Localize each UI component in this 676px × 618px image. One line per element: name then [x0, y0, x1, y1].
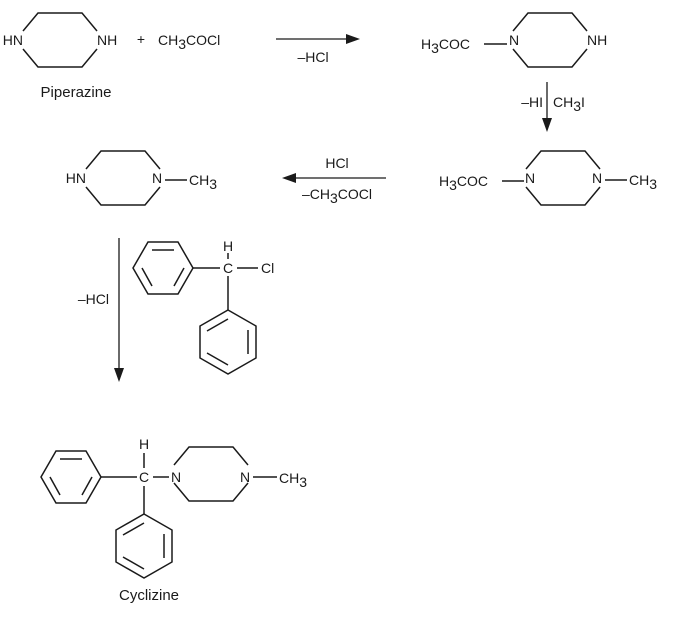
step4-arrow: –HCl [78, 238, 124, 382]
cyclizine-structure: C H N N CH3 Cyclizine [40, 436, 307, 604]
acetyl-chloride: CH3COCl [158, 32, 220, 52]
benzene-ring-1 [132, 241, 194, 295]
benzene-ring-3 [40, 450, 102, 504]
svg-text:CH3COCl: CH3COCl [158, 32, 220, 52]
cyclizine-n4: N [240, 469, 250, 485]
acetylpiperazine-n: N [509, 32, 519, 48]
methyl-group-1: CH3 [629, 172, 657, 192]
piperazine-caption: Piperazine [41, 84, 112, 101]
acetyl-methylpiperazine-n4: N [592, 170, 602, 186]
acetyl-methylpiperazine-structure: H3COC N N CH3 [439, 150, 657, 206]
step3-byproduct: –CH3COCl [302, 186, 372, 206]
methylpiperazine-nh: HN [66, 170, 86, 186]
methyl-group-3: CH3 [279, 470, 307, 490]
piperazine-structure: HN NH Piperazine [3, 12, 117, 101]
step2-reagent: CH3I [553, 94, 585, 114]
step2-arrow: –HI CH3I [521, 82, 585, 132]
benzhydryl-cl: Cl [261, 260, 274, 276]
benzene-ring-4 [115, 513, 173, 579]
methylpiperazine-n: N [152, 170, 162, 186]
cyclizine-n1: N [171, 469, 181, 485]
acetyl-group-2: H3COC [439, 173, 488, 193]
step1-arrow: –HCl [276, 34, 360, 65]
piperazine-nh-left: HN [3, 32, 23, 48]
step1-reagent: –HCl [297, 49, 328, 65]
step3-reagent: HCl [325, 155, 348, 171]
cyclizine-c: C [139, 469, 149, 485]
plus-sign: + [137, 31, 145, 47]
cyclizine-h: H [139, 436, 149, 452]
cyclizine-caption: Cyclizine [119, 587, 179, 604]
methylpiperazine-structure: HN N CH3 [66, 150, 217, 206]
acetyl-group: H3COC [421, 36, 470, 56]
benzene-ring-2 [199, 309, 257, 375]
benzhydryl-c: C [223, 260, 233, 276]
acetylpiperazine-nh: NH [587, 32, 607, 48]
step3-arrow: HCl –CH3COCl [282, 155, 386, 206]
piperazine-nh-right: NH [97, 32, 117, 48]
methyl-group-2: CH3 [189, 172, 217, 192]
acetyl-methylpiperazine-n1: N [525, 170, 535, 186]
acetylpiperazine-structure: H3COC N NH [421, 12, 607, 68]
step4-byproduct: –HCl [78, 291, 109, 307]
benzhydryl-h: H [223, 238, 233, 254]
benzhydryl-chloride-structure: C H Cl [132, 238, 274, 375]
step2-byproduct: –HI [521, 94, 543, 110]
